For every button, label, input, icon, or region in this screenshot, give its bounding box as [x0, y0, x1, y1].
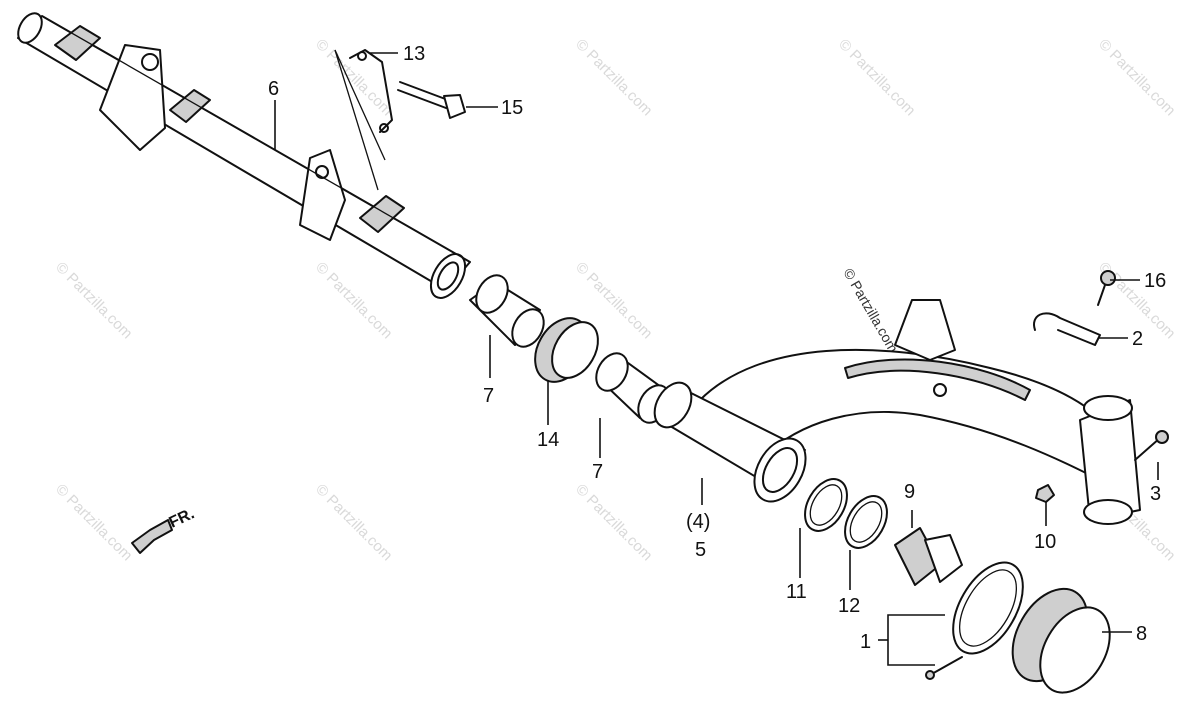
- part-3-bolt: [1134, 430, 1169, 461]
- callout-16: 16: [1144, 270, 1166, 292]
- watermark-5: © Partzilla.com: [52, 259, 135, 342]
- callout-6: 6: [268, 78, 279, 100]
- part-8-cap: [1011, 587, 1111, 694]
- part-7-bushing-upper: [469, 274, 545, 348]
- part-13-clip: [334, 49, 393, 191]
- part-2-bracket: [1033, 312, 1101, 346]
- watermark-2: © Partzilla.com: [572, 36, 655, 119]
- watermark-13: © Partzilla.com: [840, 266, 901, 356]
- front-arrow-icon: [131, 519, 173, 554]
- callout-5: 5: [695, 539, 706, 561]
- callout-14: 14: [537, 429, 559, 451]
- part-10-nut: [1035, 484, 1055, 503]
- part-14-seal: [534, 317, 599, 383]
- part-16-bolt: [1097, 270, 1116, 306]
- callout-13: 13: [403, 43, 425, 65]
- watermarks: © Partzilla.com © Partzilla.com © Partzi…: [52, 36, 1178, 564]
- part-12-ring: [844, 495, 888, 549]
- part-15-bolt: [397, 81, 466, 119]
- part-9-plug: [894, 527, 963, 586]
- callout-2: 2: [1132, 328, 1143, 350]
- leader-lines: [274, 52, 1159, 666]
- callout-4: (4): [686, 511, 710, 533]
- front-direction-indicator: FR.: [131, 505, 198, 554]
- callout-labels: 13 15 6 7 14 7 (4) 5 16 2 3 10 9 11 12 8…: [268, 43, 1166, 653]
- callout-7-lower: 7: [592, 461, 603, 483]
- watermark-10: © Partzilla.com: [312, 481, 395, 564]
- callout-9: 9: [904, 481, 915, 503]
- callout-15: 15: [501, 97, 523, 119]
- part-1-clamp: [925, 561, 1024, 680]
- watermark-11: © Partzilla.com: [572, 481, 655, 564]
- watermark-4: © Partzilla.com: [1095, 36, 1178, 119]
- front-direction-label: FR.: [167, 505, 198, 531]
- callout-3: 3: [1150, 483, 1161, 505]
- part-11-ring: [804, 478, 848, 532]
- watermark-6: © Partzilla.com: [312, 259, 395, 342]
- part-6-tube: [17, 12, 471, 299]
- part-5-swing-arm: [653, 299, 1141, 525]
- watermark-3: © Partzilla.com: [835, 36, 918, 119]
- callout-12: 12: [838, 595, 860, 617]
- callout-7-upper: 7: [483, 385, 494, 407]
- callout-11: 11: [786, 581, 807, 603]
- callout-1: 1: [860, 631, 871, 653]
- watermark-1: © Partzilla.com: [312, 36, 395, 119]
- callout-10: 10: [1034, 531, 1056, 553]
- callout-8: 8: [1136, 623, 1147, 645]
- watermark-9: © Partzilla.com: [52, 481, 135, 564]
